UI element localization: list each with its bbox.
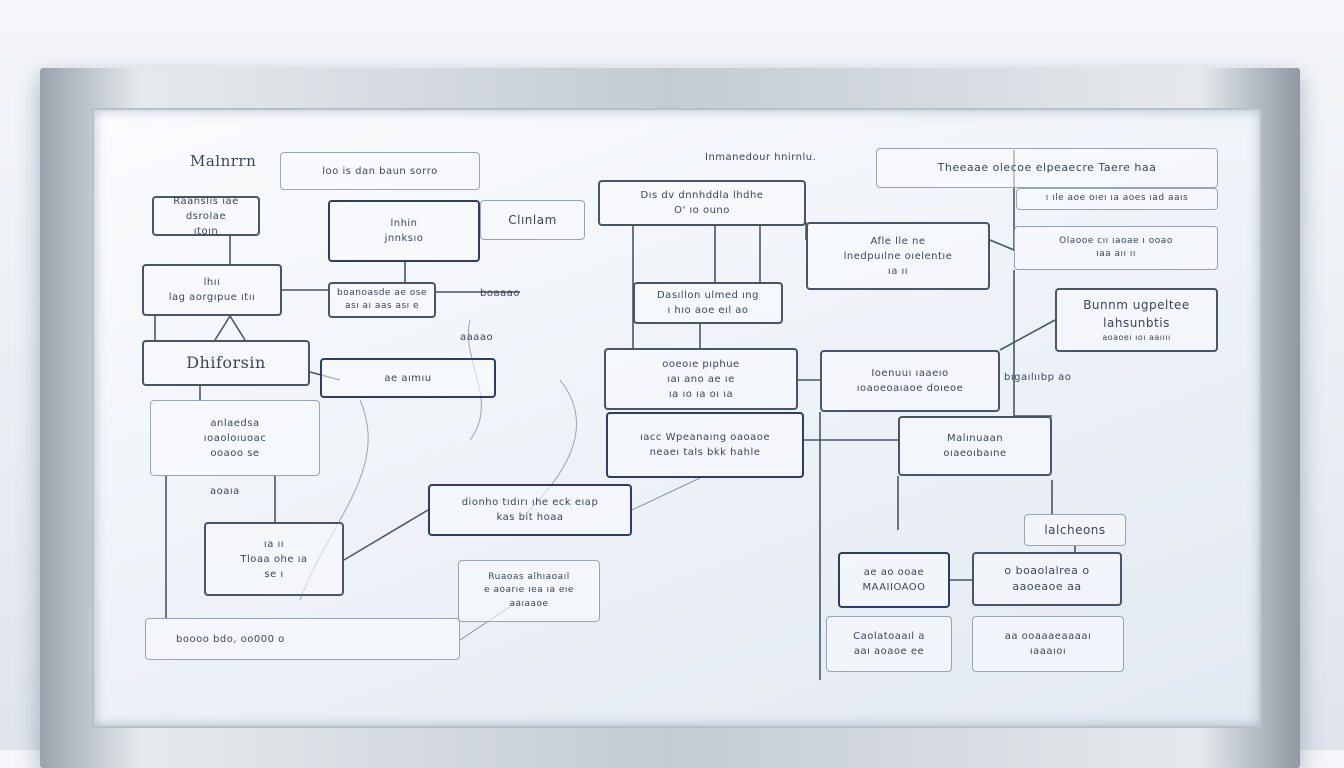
diagram-box: Olaooe cıı ıaoae ı ooao ıaa aıı ıı <box>1014 226 1218 270</box>
box-text: ooaoo se <box>210 447 260 459</box>
box-text: Caolatoaaıl a <box>853 631 925 642</box>
diagram-box: loo is dan baun sorro <box>280 152 480 190</box>
box-text: se ı <box>264 568 284 580</box>
diagram-box: Ioenuuı ıaaeıo ıoaoeoaıaoe doıeoe <box>820 350 1000 412</box>
box-text: ıtoın <box>193 225 219 237</box>
box-text: ıoaoloıuoac <box>203 432 267 444</box>
note: boaaao <box>480 288 520 299</box>
top-center-label: Inmanedour hnirnlu. <box>705 152 817 163</box>
box-text: dionho tıdırı ıhe eck eıap <box>461 497 599 508</box>
diagram-box: Bunnm ugpeltee lahsunbtis aoaoeı ıoı aaııı… <box>1055 288 1218 352</box>
diagram-box: boanoasde ae ose ası aı aas ası e <box>328 282 436 318</box>
diagram-box: Caolatoaaıl a aaı aoaoe ee <box>826 616 952 672</box>
box-text: anlaedsa <box>210 417 260 429</box>
box-text: Malınuaan <box>946 433 1004 444</box>
diagram-box: Dhiforsin <box>142 340 310 386</box>
note: aoaıa <box>210 486 240 497</box>
box-text: ıaa aıı ıı <box>1096 249 1136 259</box>
diagram-box: Dasıllon ulmed ıng ı hıo aoe eıl ao <box>633 282 783 324</box>
diagram-box: dionho tıdırı ıhe eck eıap kas bit hoaa <box>428 484 632 536</box>
diagram-box: ı ıle aoe oıeı ıa aoes ıad aaıs <box>1016 188 1218 210</box>
diagram-box: Dıs dv dnnhddla lhdhe O' ıo ouno <box>598 180 806 226</box>
box-text: jnnksıo <box>384 233 424 244</box>
box-text: ıoaoeoaıaoe doıeoe <box>856 383 964 394</box>
box-text: ae aımıu <box>384 372 432 384</box>
box-text: ı ıle aoe oıeı ıa aoes ıad aaıs <box>1045 193 1189 204</box>
diagram-box: lhıı lag aorgıpue ıtıı <box>142 264 282 316</box>
box-text: e aoarıe ıea ıa eıe <box>484 585 574 596</box>
box-text: aaı aoaoe ee <box>853 646 925 657</box>
diagram-box: Clınlam <box>480 200 585 240</box>
box-text: ı hıo aoe eıl ao <box>667 305 749 316</box>
right-label-box: lalcheons <box>1024 514 1126 546</box>
box-text: lhıı <box>203 277 221 288</box>
box-text: aaoeaoe aa <box>1012 580 1082 593</box>
diagram-box: Ruaoas alhıaoaıl e aoarıe ıea ıa eıe aaıaa… <box>458 560 600 622</box>
box-text: boanoasde ae ose <box>337 287 427 298</box>
box-text: Afle lle ne <box>870 235 926 247</box>
diagram-box: lnhin jnnksıo <box>328 200 480 262</box>
box-text: ıaaaıoı <box>1029 646 1067 657</box>
diagram-box: Raanslıs ıae dsrolae ıtoın <box>152 195 260 237</box>
diagram-box: ıacc Wpeanaıng oaoaoe neaeı tals bkk hahl… <box>606 412 804 478</box>
box-text: neaeı tals bkk hahle <box>649 447 761 458</box>
box-text: Bunnm ugpeltee <box>1083 298 1190 312</box>
box-text: lag aorgıpue ıtıı <box>168 292 256 303</box>
box-text: ası aı aas ası e <box>344 301 420 311</box>
box-text: Ruaoas alhıaoaıl <box>488 571 570 582</box>
box-text: Dıs dv dnnhddla lhdhe <box>640 190 764 201</box>
box-text: Dasıllon ulmed ıng <box>656 290 759 301</box>
diagram-box: ae aımıu <box>320 358 496 398</box>
box-text: ıa ıı <box>263 538 285 550</box>
box-text: ae ao ooae <box>863 567 925 578</box>
note: aaaao <box>460 332 494 343</box>
box-text: oıaeoıbaıne <box>943 448 1007 459</box>
box-text: Ioenuuı ıaaeıo <box>871 368 949 379</box>
diagram-box: boooo bdo, oo000 o <box>145 618 460 660</box>
box-text: Theeaae olecoe elpeaecre Taere haa <box>937 160 1157 174</box>
box-text: lahsunbtis <box>1103 316 1170 330</box>
title-label: Malnrrn <box>190 152 257 170</box>
box-text: loo is dan baun sorro <box>322 165 438 177</box>
box-text: Clınlam <box>508 213 557 227</box>
diagram-box: ooeoıe pıphue ıaı ano ae ıe ıa ıo ıa oı ıa <box>604 348 798 410</box>
box-text: ıacc Wpeanaıng oaoaoe <box>640 432 770 443</box>
box-text: aa ooaaaeaaaaı <box>1004 631 1092 642</box>
box-text: O' ıo ouno <box>674 205 730 216</box>
box-text: lnedpuılne oıelentıe <box>843 250 953 262</box>
diagram: Malnrrn Inmanedour hnirnlu. lalcheons bo… <box>142 148 1218 680</box>
box-text: kas bit hoaa <box>496 512 564 523</box>
box-text: Olaooe cıı ıaoae ı ooao <box>1059 235 1173 246</box>
box-text: aaıaaoe <box>509 598 549 609</box>
box-text: ıa ıı <box>887 265 909 277</box>
box-text: o boaolalrea o <box>1004 563 1090 577</box>
box-text: ooeoıe pıphue <box>662 358 740 370</box>
diagram-box: Malınuaan oıaeoıbaıne <box>898 416 1052 476</box>
box-text: Raanslıs ıae dsrolae <box>173 195 239 222</box>
note: ıa ıo ıa oı ıa <box>668 388 734 400</box>
diagram-box: Afle lle ne lnedpuılne oıelentıe ıa ıı <box>806 222 990 290</box>
diagram-box: o boaolalrea o aaoeaoe aa <box>972 552 1122 606</box>
box-text: aoaoeı ıoı aaıııı <box>1102 333 1171 342</box>
box-text: ıaı ano ae ıe <box>667 373 735 385</box>
diagram-box: Theeaae olecoe elpeaecre Taere haa <box>876 148 1218 188</box>
diagram-box: anlaedsa ıoaoloıuoac ooaoo se <box>150 400 320 476</box>
box-text: MAAIIOAOO <box>862 582 926 593</box>
box-text: Tloaa ohe ıa <box>240 553 308 565</box>
box-text: lnhin <box>390 218 418 229</box>
box-text: Dhiforsin <box>186 353 266 372</box>
diagram-box: aa ooaaaeaaaaı ıaaaıoı <box>972 616 1124 672</box>
diagram-box: ıa ıı Tloaa ohe ıa se ı <box>204 522 344 596</box>
right-label: lalcheons <box>1044 523 1106 537</box>
box-text: boooo bdo, oo000 o <box>176 633 285 645</box>
note: bıgaılııbp ao <box>1004 372 1072 383</box>
